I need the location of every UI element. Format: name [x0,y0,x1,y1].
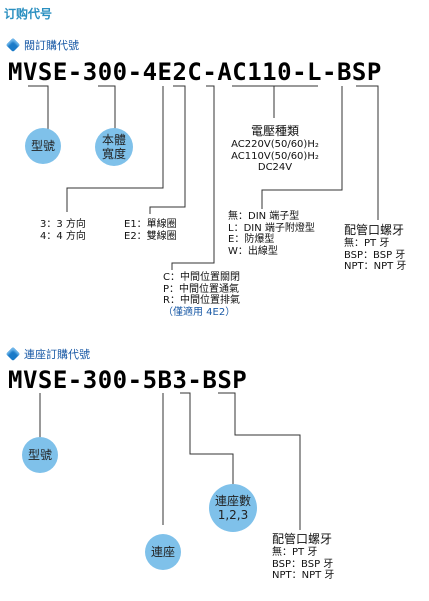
manifold-section-header: 連座訂購代號 [5,346,90,362]
valve-model-code: MVSE-300-4E2C-AC110-L-BSP [8,58,382,86]
model-bubble: 型號 [25,128,61,164]
manifold-model-bubble: 型號 [22,437,58,473]
center-list: C：中間位置關閉 P：中間位置通氣 R：中間位置排氣 （僅適用 4E2） [163,272,240,318]
manifold-section-title: 連座訂購代號 [24,348,90,361]
coil-list: E1：單線圈 E2：雙線圈 [124,219,177,242]
manifold-thread-block: 配管口螺牙 無：PT 牙 BSP：BSP 牙 NPT：NPT 牙 [272,532,335,581]
voltage-block: 電壓種類 AC220V(50/60)H₂ AC110V(50/60)H₂ DC2… [231,124,319,173]
body-size-bubble: 本體寬度 [95,128,133,166]
page-title: 订购代号 [4,7,53,21]
ways-list: 3：3 方向 4：4 方向 [40,219,86,242]
valve-section-header: 閥訂購代號 [5,37,79,53]
valve-thread-block: 配管口螺牙 無：PT 牙 BSP：BSP 牙 NPT：NPT 牙 [344,223,407,272]
manifold-model-code: MVSE-300-5B3-BSP [8,366,248,394]
valve-section-title: 閥訂購代號 [24,39,79,52]
connector-list: 無：DIN 端子型 L：DIN 端子附燈型 E：防爆型 W：出線型 [228,211,315,257]
manifold-bubble: 連座 [145,534,181,570]
diamond-bullet-icon [5,346,21,362]
